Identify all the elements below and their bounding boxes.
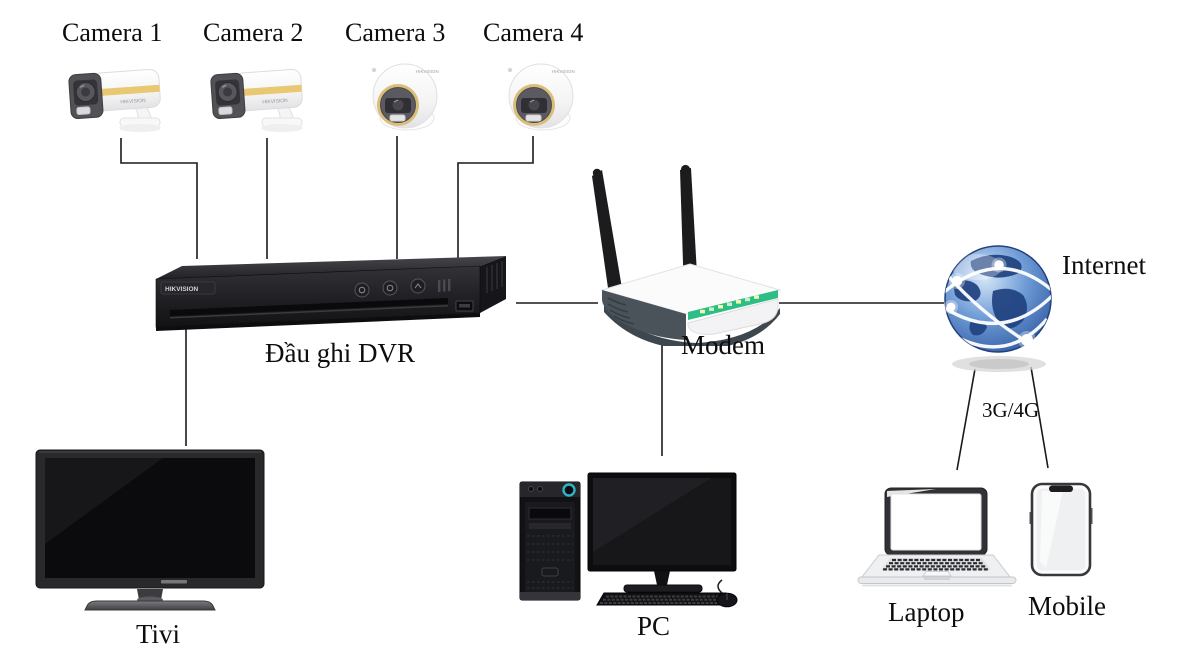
internet-globe-icon <box>944 245 1052 372</box>
tv-brand-logo <box>161 580 187 584</box>
modem-device-icon <box>592 164 782 346</box>
camera-brand-text: HIKVISION <box>120 98 146 106</box>
modem-leds <box>700 295 759 314</box>
tv-stand-base <box>84 600 216 611</box>
camera-4-label: Camera 4 <box>483 18 584 47</box>
camera-2-label: Camera 2 <box>203 18 304 47</box>
dvr-vent-glyph <box>438 279 451 292</box>
dvr-label: Đầu ghi DVR <box>265 338 415 368</box>
camera-1-bullet-icon: HIKVISION <box>68 68 161 132</box>
camera-1-label: Camera 1 <box>62 18 163 47</box>
edge-internet-laptop <box>956 368 976 471</box>
edge-camera4-dvr <box>457 136 534 259</box>
tv-device-icon <box>35 449 265 611</box>
modem-label: Modem <box>681 330 765 360</box>
pc-power-button <box>562 483 576 497</box>
modem-antennas <box>592 164 698 302</box>
dvr-device-icon: HIKVISION <box>155 256 506 331</box>
mobile-device-icon <box>1029 482 1093 577</box>
pc-keyboard <box>596 592 734 606</box>
camera-4-dome-icon: HIKVISION <box>507 63 575 131</box>
globe-glow-nodes <box>944 257 1036 349</box>
pc-device-icon <box>519 472 738 608</box>
edge-label-3g4g: 3G/4G <box>982 398 1040 422</box>
pc-label: PC <box>637 611 671 641</box>
camera-brand-text: HIKVISION <box>552 69 575 74</box>
camera-2-bullet-icon: HIKVISION <box>210 68 303 132</box>
camera-brand-text: HIKVISION <box>262 98 288 106</box>
edge-internet-mobile <box>1030 366 1049 469</box>
mobile-label: Mobile <box>1028 591 1106 621</box>
tivi-label: Tivi <box>136 619 181 649</box>
pc-mouse <box>716 579 738 608</box>
camera-brand-text: HIKVISION <box>416 69 439 74</box>
dvr-buttons <box>354 278 426 298</box>
camera-body: HIKVISION <box>68 68 161 120</box>
pc-tower <box>519 481 581 601</box>
camera-body: HIKVISION <box>210 68 303 120</box>
edge-camera1-dvr <box>120 138 198 259</box>
dvr-brand-text: HIKVISION <box>165 286 199 293</box>
laptop-label: Laptop <box>888 597 965 627</box>
laptop-touchpad <box>922 571 952 577</box>
internet-label: Internet <box>1062 250 1146 280</box>
modem-base <box>604 304 780 346</box>
modem-front-face <box>687 298 779 335</box>
pc-monitor <box>587 472 737 593</box>
laptop-screen <box>890 493 982 551</box>
dvr-top-face <box>156 256 506 279</box>
dvr-front-slot <box>170 298 448 316</box>
modem-left-side <box>602 290 686 340</box>
camera-3-label: Camera 3 <box>345 18 446 47</box>
camera-3-dome-icon: HIKVISION <box>371 63 439 131</box>
mobile-notch <box>1049 485 1073 492</box>
laptop-device-icon <box>857 487 1017 587</box>
